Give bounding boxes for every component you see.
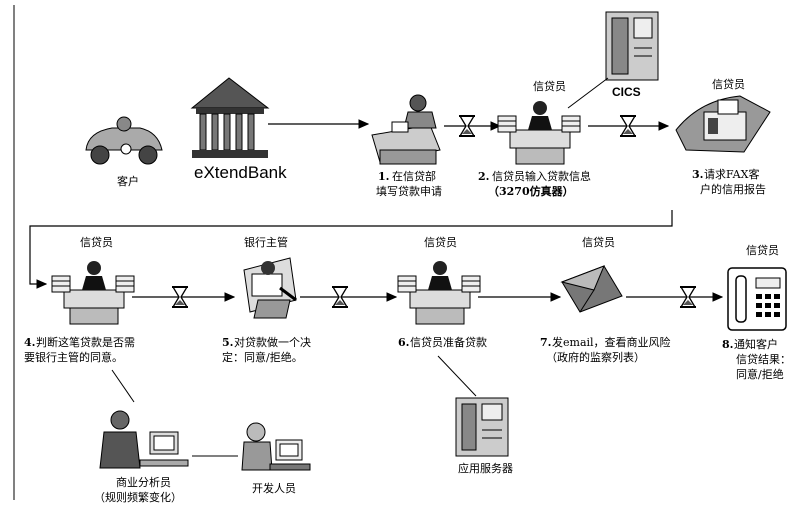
app-server-label: 应用服务器 <box>458 461 513 475</box>
step2-num: 2. <box>478 170 489 183</box>
connector-step6-to-appserver <box>437 355 477 397</box>
bank-manager-icon <box>243 257 297 319</box>
car-icon <box>85 116 163 165</box>
bank-building-icon <box>190 77 270 158</box>
step3-officer-label: 信贷员 <box>712 77 745 91</box>
step6-line1: 信贷员准备贷款 <box>410 335 487 349</box>
step2-officer-label: 信贷员 <box>533 79 566 93</box>
step1-line2: 填写贷款申请 <box>376 184 442 198</box>
step7-num: 7. <box>540 336 551 349</box>
step5-line1: 对贷款做一个决 <box>234 335 311 349</box>
step5-line2: 定：同意/拒绝。 <box>222 350 303 364</box>
step1-num: 1. <box>378 170 389 183</box>
email-envelope-icon <box>560 265 623 313</box>
loan-officer-desk-icon <box>397 260 481 325</box>
step5-num: 5. <box>222 336 233 349</box>
step8-officer-label: 信贷员 <box>746 243 779 257</box>
app-server-icon <box>455 397 509 457</box>
fax-machine-icon <box>675 95 771 153</box>
step2-line2: （3270仿真器） <box>488 184 574 198</box>
bank-name: eXtendBank <box>194 163 287 182</box>
connector-desk-to-cics <box>567 77 609 109</box>
loan-officer-desk-icon <box>51 260 135 325</box>
step7-line2: （政府的监察列表） <box>546 350 645 364</box>
analyst-label: 商业分析员 <box>116 475 171 489</box>
step3-line1: 请求FAX客 <box>704 167 759 181</box>
step3-num: 3. <box>692 168 703 181</box>
loan-officer-desk-icon <box>497 100 581 165</box>
step6-officer-label: 信贷员 <box>424 235 457 249</box>
analyst-note: （规则频繁变化） <box>94 490 182 504</box>
flow-connector-step3-to-step4 <box>29 210 673 289</box>
step8-num: 8. <box>722 338 733 351</box>
mainframe-icon <box>605 11 659 81</box>
business-analyst-icon <box>99 410 189 469</box>
cics-label: CICS <box>612 85 641 99</box>
telephone-icon <box>727 267 787 331</box>
step4-num: 4. <box>24 336 35 349</box>
step7-line1: 发email，查看商业风险 <box>552 335 671 349</box>
step8-line3: 同意/拒绝 <box>736 367 784 381</box>
step4-officer-label: 信贷员 <box>80 235 113 249</box>
connector-step4-to-analyst <box>111 369 135 403</box>
application-desk-icon <box>371 94 441 165</box>
step3-line2: 户的信用报告 <box>700 182 766 196</box>
developer-label: 开发人员 <box>252 481 296 495</box>
step5-manager-label: 银行主管 <box>244 235 288 249</box>
step4-line2: 要银行主管的同意。 <box>24 350 123 364</box>
step8-line1: 通知客户 <box>734 337 778 351</box>
step8-line2: 信贷结果： <box>736 352 791 366</box>
step6-num: 6. <box>398 336 409 349</box>
step1-line1: 在信贷部 <box>392 169 436 183</box>
step4-line1: 判断这笔贷款是否需 <box>36 335 135 349</box>
step2-line1: 信贷员输入贷款信息 <box>492 169 591 183</box>
customer-label: 客户 <box>117 174 139 188</box>
developer-icon <box>241 422 311 471</box>
step7-officer-label: 信贷员 <box>582 235 615 249</box>
